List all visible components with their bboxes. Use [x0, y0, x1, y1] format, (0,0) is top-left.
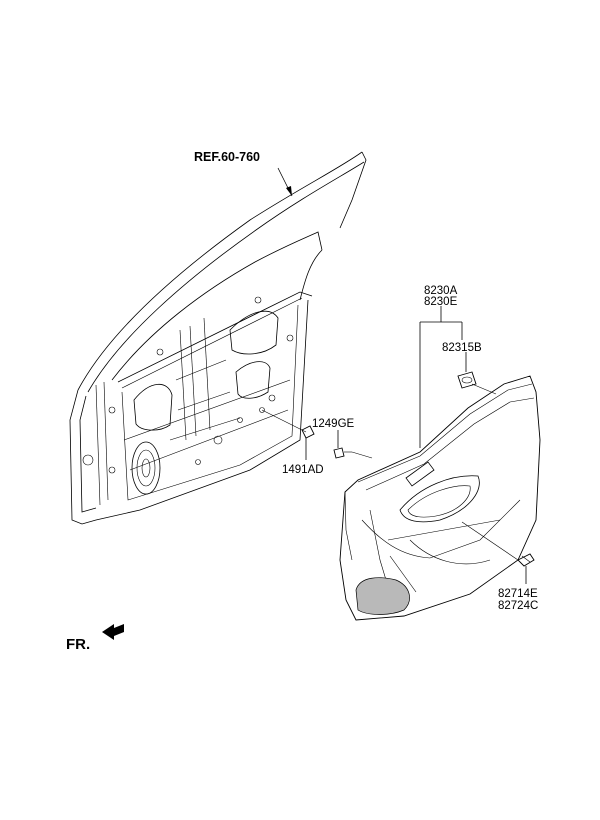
part-number-1249ge: 1249GE [312, 418, 355, 430]
part-number-82714e: 82714E [498, 588, 538, 600]
screw-part [333, 447, 352, 459]
front-direction-label: FR. [66, 636, 90, 653]
clip-part [457, 371, 477, 389]
part-number-82724c: 82724C [498, 600, 538, 612]
part-number-82315b: 82315B [442, 342, 482, 354]
front-door-frame [69, 151, 367, 525]
part-number-8230e: 8230E [424, 296, 458, 308]
door-trim-panel [339, 375, 541, 621]
speaker-grille [355, 577, 410, 615]
bolt-part [301, 425, 315, 439]
trim-clip-part [517, 553, 535, 567]
front-arrow-icon [102, 624, 124, 640]
ref-label: REF.60-760 [194, 150, 260, 164]
part-number-8230a: 8230A [424, 285, 458, 297]
part-number-1491ad: 1491AD [282, 464, 324, 476]
